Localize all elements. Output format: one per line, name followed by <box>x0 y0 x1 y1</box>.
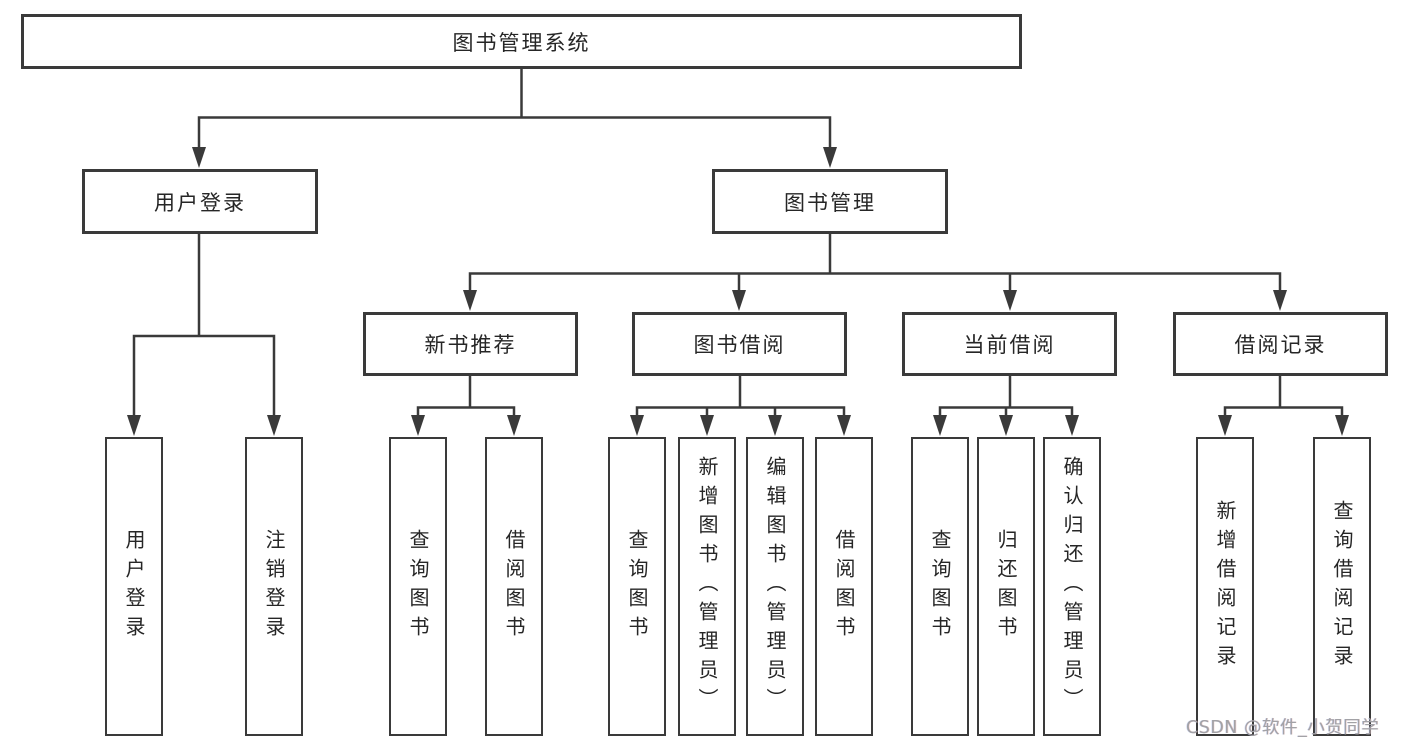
leaf-add-book-admin: 新增图书（管理员） <box>678 437 736 736</box>
leaf-query-borrow-record: 查询借阅记录 <box>1313 437 1371 736</box>
arrow-to-leaf-borrow-book-borrow <box>837 415 851 436</box>
node-book-borrow: 图书借阅 <box>632 312 847 376</box>
arrow-to-book-borrow <box>732 290 746 311</box>
connector-newbookrec-rail <box>416 406 516 417</box>
arrow-to-leaf-query-book-rec <box>411 415 425 436</box>
node-current-borrow-label: 当前借阅 <box>963 333 1056 357</box>
arrow-to-leaf-query-book-borrow <box>630 415 644 436</box>
node-book-management-label: 图书管理 <box>784 190 876 215</box>
arrow-to-leaf-query-record <box>1335 415 1349 436</box>
leaf-borrow-book-rec: 借阅图书 <box>485 437 543 736</box>
leaf-query-book-borrow: 查询图书 <box>608 437 666 736</box>
leaf-confirm-return-admin: 确认归还（管理员） <box>1043 437 1101 736</box>
node-borrow-records: 借阅记录 <box>1173 312 1388 376</box>
node-user-login: 用户登录 <box>82 169 318 234</box>
arrow-to-leaf-user-login <box>127 415 141 436</box>
leaf-edit-book-admin: 编辑图书（管理员） <box>746 437 804 736</box>
leaf-logout-label: 注销登录 <box>262 528 286 645</box>
arrow-to-leaf-query-book-current <box>933 415 947 436</box>
leaf-query-book-current: 查询图书 <box>911 437 969 736</box>
arrow-to-new-book-rec <box>463 290 477 311</box>
leaf-borrow-book-borrow: 借阅图书 <box>815 437 873 736</box>
arrow-to-leaf-return-book <box>999 415 1013 436</box>
arrow-to-leaf-add-book <box>700 415 714 436</box>
arrow-to-leaf-logout <box>267 415 281 436</box>
arrow-to-leaf-add-record <box>1218 415 1232 436</box>
connector-level2-rail <box>197 116 832 150</box>
leaf-confirm-return-admin-label: 确认归还（管理员） <box>1060 456 1084 717</box>
connector-borrowrecords-rail <box>1223 406 1344 417</box>
leaf-query-book-borrow-label: 查询图书 <box>625 528 649 645</box>
leaf-user-login-label: 用户登录 <box>122 528 146 645</box>
arrow-to-leaf-borrow-book-rec <box>507 415 521 436</box>
connector-userlogin-rail <box>132 334 276 417</box>
leaf-add-borrow-record-label: 新增借阅记录 <box>1213 499 1237 674</box>
leaf-user-login: 用户登录 <box>105 437 163 736</box>
arrow-to-current-borrow <box>1003 290 1017 311</box>
connector-level3-rail <box>468 272 1282 293</box>
node-root-label: 图书管理系统 <box>452 30 591 55</box>
node-new-book-recommend: 新书推荐 <box>363 312 578 376</box>
leaf-borrow-book-rec-label: 借阅图书 <box>502 528 526 645</box>
arrow-to-leaf-confirm-return <box>1065 415 1079 436</box>
leaf-add-borrow-record: 新增借阅记录 <box>1196 437 1254 736</box>
arrow-to-user-login <box>192 147 206 168</box>
leaf-query-book-current-label: 查询图书 <box>928 528 952 645</box>
arrow-to-book-mgmt <box>823 147 837 168</box>
csdn-watermark: CSDN @软件_小贺同学 <box>1186 718 1380 738</box>
leaf-return-book-label: 归还图书 <box>994 528 1018 645</box>
arrow-to-borrow-records <box>1273 290 1287 311</box>
node-book-management: 图书管理 <box>712 169 948 234</box>
node-current-borrow: 当前借阅 <box>902 312 1117 376</box>
node-user-login-label: 用户登录 <box>154 190 246 215</box>
leaf-add-book-admin-label: 新增图书（管理员） <box>695 456 719 717</box>
node-root: 图书管理系统 <box>21 14 1022 69</box>
node-book-borrow-label: 图书借阅 <box>693 333 786 357</box>
node-new-book-recommend-label: 新书推荐 <box>424 333 517 357</box>
node-borrow-records-label: 借阅记录 <box>1234 333 1327 357</box>
leaf-query-book-rec-label: 查询图书 <box>406 528 430 645</box>
arrow-to-leaf-edit-book <box>768 415 782 436</box>
connector-bookborrow-rail <box>635 406 846 417</box>
leaf-return-book: 归还图书 <box>977 437 1035 736</box>
leaf-query-book-rec: 查询图书 <box>389 437 447 736</box>
leaf-query-borrow-record-label: 查询借阅记录 <box>1330 499 1354 674</box>
leaf-edit-book-admin-label: 编辑图书（管理员） <box>763 456 787 717</box>
leaf-borrow-book-borrow-label: 借阅图书 <box>832 528 856 645</box>
leaf-logout: 注销登录 <box>245 437 303 736</box>
